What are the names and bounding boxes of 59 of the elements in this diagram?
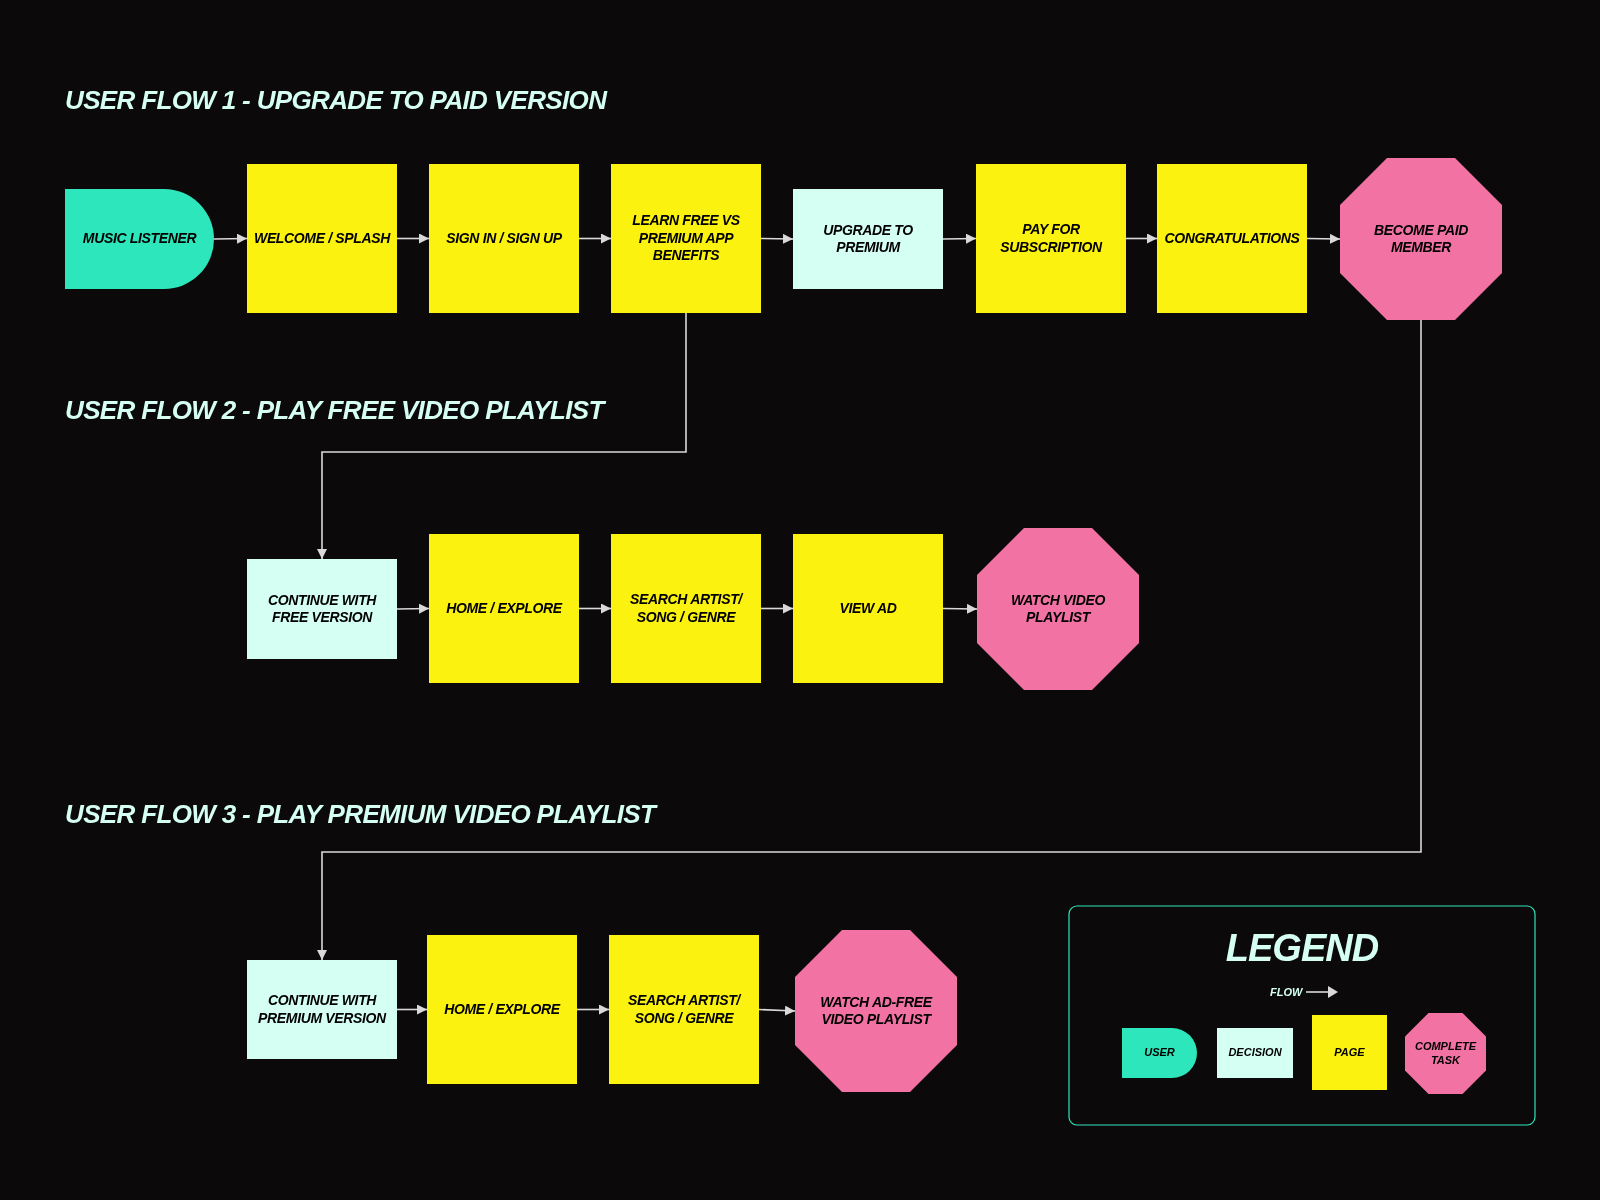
complete-octagon — [795, 930, 957, 1092]
flow-arrow — [760, 233, 794, 244]
flow-arrow — [1306, 233, 1341, 244]
page-box — [793, 534, 943, 683]
flow-arrow — [758, 1005, 796, 1016]
node-label: CONGRATULATIONS — [1164, 229, 1300, 248]
node-label: MUSIC LISTENER — [82, 230, 197, 248]
node-label: HOME / EXPLORE — [444, 1000, 560, 1019]
node-label: VIEW AD — [839, 599, 897, 618]
flow-arrow — [578, 603, 612, 614]
node-label: WATCH AD-FREE VIDEO PLAYLIST — [819, 993, 934, 1029]
node-label: WELCOME / SPLASH — [254, 229, 390, 248]
legend-label: PAGE — [1333, 1045, 1366, 1060]
node-label: CONTINUE WITH FREE VERSION — [266, 591, 378, 627]
legend-label: DECISION — [1227, 1046, 1283, 1060]
flow-arrow — [317, 319, 1422, 961]
legend-title: LEGEND — [1224, 926, 1380, 971]
flow-arrow — [396, 603, 430, 614]
node-label: LEARN FREE VS PREMIUM APP BENEFITS — [631, 212, 741, 265]
node-label: WATCH VIDEO PLAYLIST — [1010, 591, 1106, 627]
decision-box — [793, 189, 943, 289]
flow-arrow — [213, 233, 248, 244]
complete-octagon — [977, 528, 1139, 690]
flow-arrow — [942, 603, 978, 614]
legend-label: FLOW — [1270, 985, 1303, 1000]
decision-box — [247, 559, 397, 659]
decision-box — [247, 960, 397, 1059]
flow-arrow — [396, 1004, 428, 1015]
flow-arrow — [396, 233, 430, 244]
node-label: PAY FOR SUBSCRIPTION — [999, 221, 1104, 256]
flow-heading: USER FLOW 2 - PLAY FREE VIDEO PLAYLIST — [65, 394, 604, 427]
flow-arrow — [1125, 233, 1158, 244]
page-box — [611, 164, 761, 313]
flow-arrow — [576, 1004, 610, 1015]
node-label: HOME / EXPLORE — [446, 599, 562, 618]
page-box — [976, 164, 1126, 313]
flow-heading: USER FLOW 1 - UPGRADE TO PAID VERSION — [65, 84, 607, 117]
complete-octagon — [1340, 158, 1502, 320]
page-box — [429, 534, 579, 683]
node-label: BECOME PAID MEMBER — [1373, 221, 1469, 257]
page-box — [611, 534, 761, 683]
node-label: SEARCH ARTIST/ SONG / GENRE — [629, 591, 745, 626]
flow-arrow — [317, 312, 687, 560]
flow-arrow — [942, 233, 977, 244]
user-terminal — [65, 189, 214, 289]
node-label: SEARCH ARTIST/ SONG / GENRE — [627, 992, 743, 1027]
node-label: SIGN IN / SIGN UP — [446, 229, 562, 248]
page-box — [609, 935, 759, 1084]
node-label: UPGRADE TO PREMIUM — [822, 221, 914, 257]
flow-heading: USER FLOW 3 - PLAY PREMIUM VIDEO PLAYLIST — [65, 798, 656, 831]
node-label: CONTINUE WITH PREMIUM VERSION — [257, 992, 388, 1027]
legend-label: USER — [1143, 1046, 1176, 1060]
page-box — [427, 935, 577, 1084]
legend-label: COMPLETE TASK — [1413, 1039, 1478, 1068]
page-box — [429, 164, 579, 313]
flow-arrow — [760, 603, 794, 614]
page-box — [247, 164, 397, 313]
flow-arrow — [578, 233, 612, 244]
page-box — [1157, 164, 1307, 313]
